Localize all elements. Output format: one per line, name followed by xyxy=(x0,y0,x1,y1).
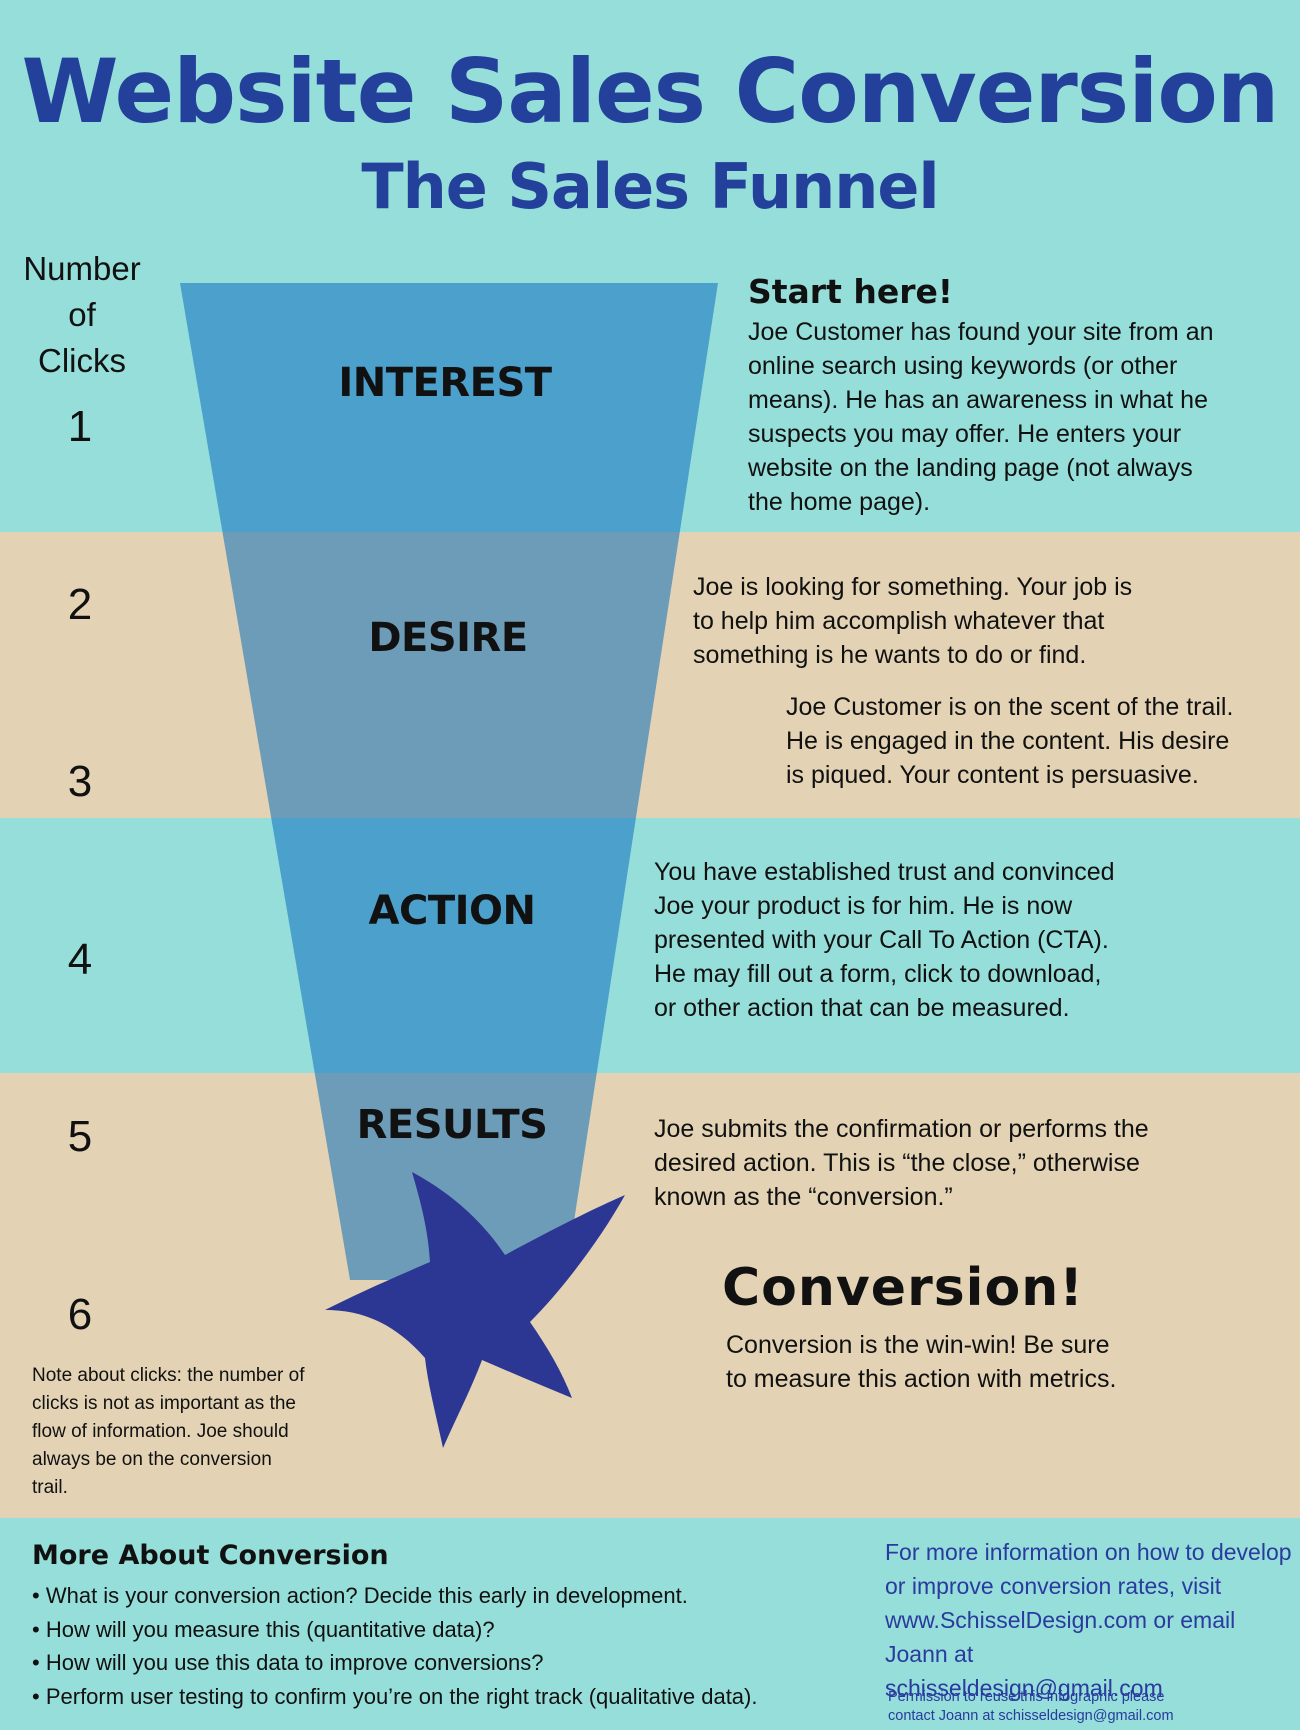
description-line: presented with your Call To Action (CTA)… xyxy=(654,926,1109,954)
funnel-section-interest xyxy=(180,283,718,532)
permission-line: Permission to reuse this infographic ple… xyxy=(888,1689,1165,1705)
start-description: Joe Customer has found your site from an… xyxy=(748,315,1214,519)
start-heading: Start here! xyxy=(748,272,953,311)
description-line: Joe is looking for something. Your job i… xyxy=(693,573,1133,601)
description-line: something is he wants to do or find. xyxy=(693,641,1087,669)
funnel-section-desire xyxy=(180,532,718,818)
clicks-heading: Number of Clicks xyxy=(22,246,142,384)
desire-description-1: Joe is looking for something. Your job i… xyxy=(693,570,1132,672)
page-title: Website Sales Conversion xyxy=(21,40,1280,143)
description-line: Joe submits the confirmation or performs… xyxy=(654,1115,1149,1143)
description-line: Joe your product is for him. He is now xyxy=(654,892,1073,920)
click-number: 1 xyxy=(67,402,93,451)
conversion-description: Conversion is the win-win! Be sure to me… xyxy=(726,1328,1116,1396)
description-line: He may fill out a form, click to downloa… xyxy=(654,960,1102,988)
stage-action: ACTION xyxy=(368,888,536,934)
click-number: 4 xyxy=(67,935,93,984)
clicks-heading-line: of Clicks xyxy=(38,296,126,379)
page-subtitle: The Sales Funnel xyxy=(361,150,939,223)
description-line: suspects you may offer. He enters your xyxy=(748,420,1182,448)
note-line: clicks is not as important as the xyxy=(32,1393,296,1414)
description-line: to help him accomplish whatever that xyxy=(693,607,1105,635)
permission-line: contact Joann at schisseldesign@gmail.co… xyxy=(888,1708,1174,1724)
info-line: or improve conversion rates, visit xyxy=(885,1573,1222,1599)
more-about-list: What is your conversion action? Decide t… xyxy=(32,1579,758,1714)
description-line: known as the “conversion.” xyxy=(654,1183,953,1211)
permission-note: Permission to reuse this infographic ple… xyxy=(888,1688,1298,1726)
description-line: or other action that can be measured. xyxy=(654,994,1070,1022)
click-number: 3 xyxy=(67,757,93,806)
band-results xyxy=(0,1073,1300,1518)
stage-results: RESULTS xyxy=(356,1102,548,1148)
description-line: website on the landing page (not always xyxy=(748,454,1193,482)
conversion-heading: Conversion! xyxy=(722,1258,1084,1318)
description-line: desired action. This is “the close,” oth… xyxy=(654,1149,1140,1177)
list-item: How will you use this data to improve co… xyxy=(32,1646,757,1680)
action-description: You have established trust and convinced… xyxy=(654,855,1115,1025)
star-icon xyxy=(325,1172,625,1448)
clicks-heading-line: Number xyxy=(23,250,141,287)
description-line: Joe Customer is on the scent of the trai… xyxy=(786,693,1234,721)
list-item: What is your conversion action? Decide t… xyxy=(32,1579,757,1613)
note-line: flow of information. Joe should xyxy=(32,1421,289,1442)
description-line: online search using keywords (or other xyxy=(748,352,1178,380)
email-link[interactable]: schisseldesign@gmail.com xyxy=(885,1675,1163,1701)
description-line: means). He has an awareness in what he xyxy=(748,386,1208,414)
desire-description-2: Joe Customer is on the scent of the trai… xyxy=(786,690,1233,792)
click-number: 6 xyxy=(67,1290,93,1339)
description-line: the home page). xyxy=(748,488,931,516)
click-number: 2 xyxy=(67,580,93,629)
info-link[interactable]: www.SchisselDesign.com or email Joann at xyxy=(885,1607,1236,1667)
results-description: Joe submits the confirmation or performs… xyxy=(654,1112,1149,1214)
click-number: 5 xyxy=(67,1112,93,1161)
clicks-note: Note about clicks: the number of clicks … xyxy=(32,1362,312,1502)
info-line: For more information on how to develop xyxy=(885,1539,1292,1565)
list-item: Perform user testing to confirm you’re o… xyxy=(32,1680,758,1714)
description-line: You have established trust and convinced xyxy=(654,858,1115,886)
description-line: to measure this action with metrics. xyxy=(726,1365,1117,1393)
stage-interest: INTEREST xyxy=(338,360,552,406)
more-info-text: For more information on how to develop o… xyxy=(885,1535,1295,1705)
note-line: Note about clicks: the number of xyxy=(32,1365,305,1386)
more-about-heading: More About Conversion xyxy=(32,1540,389,1571)
description-line: is piqued. Your content is persuasive. xyxy=(786,761,1199,789)
stage-desire: DESIRE xyxy=(368,615,528,661)
note-line: always be on the conversion trail. xyxy=(32,1449,272,1498)
description-line: Conversion is the win-win! Be sure xyxy=(726,1331,1110,1359)
list-item: How will you measure this (quantitative … xyxy=(32,1613,757,1647)
description-line: Joe Customer has found your site from an xyxy=(748,318,1214,346)
band-action xyxy=(0,818,1300,1073)
description-line: He is engaged in the content. His desire xyxy=(786,727,1230,755)
